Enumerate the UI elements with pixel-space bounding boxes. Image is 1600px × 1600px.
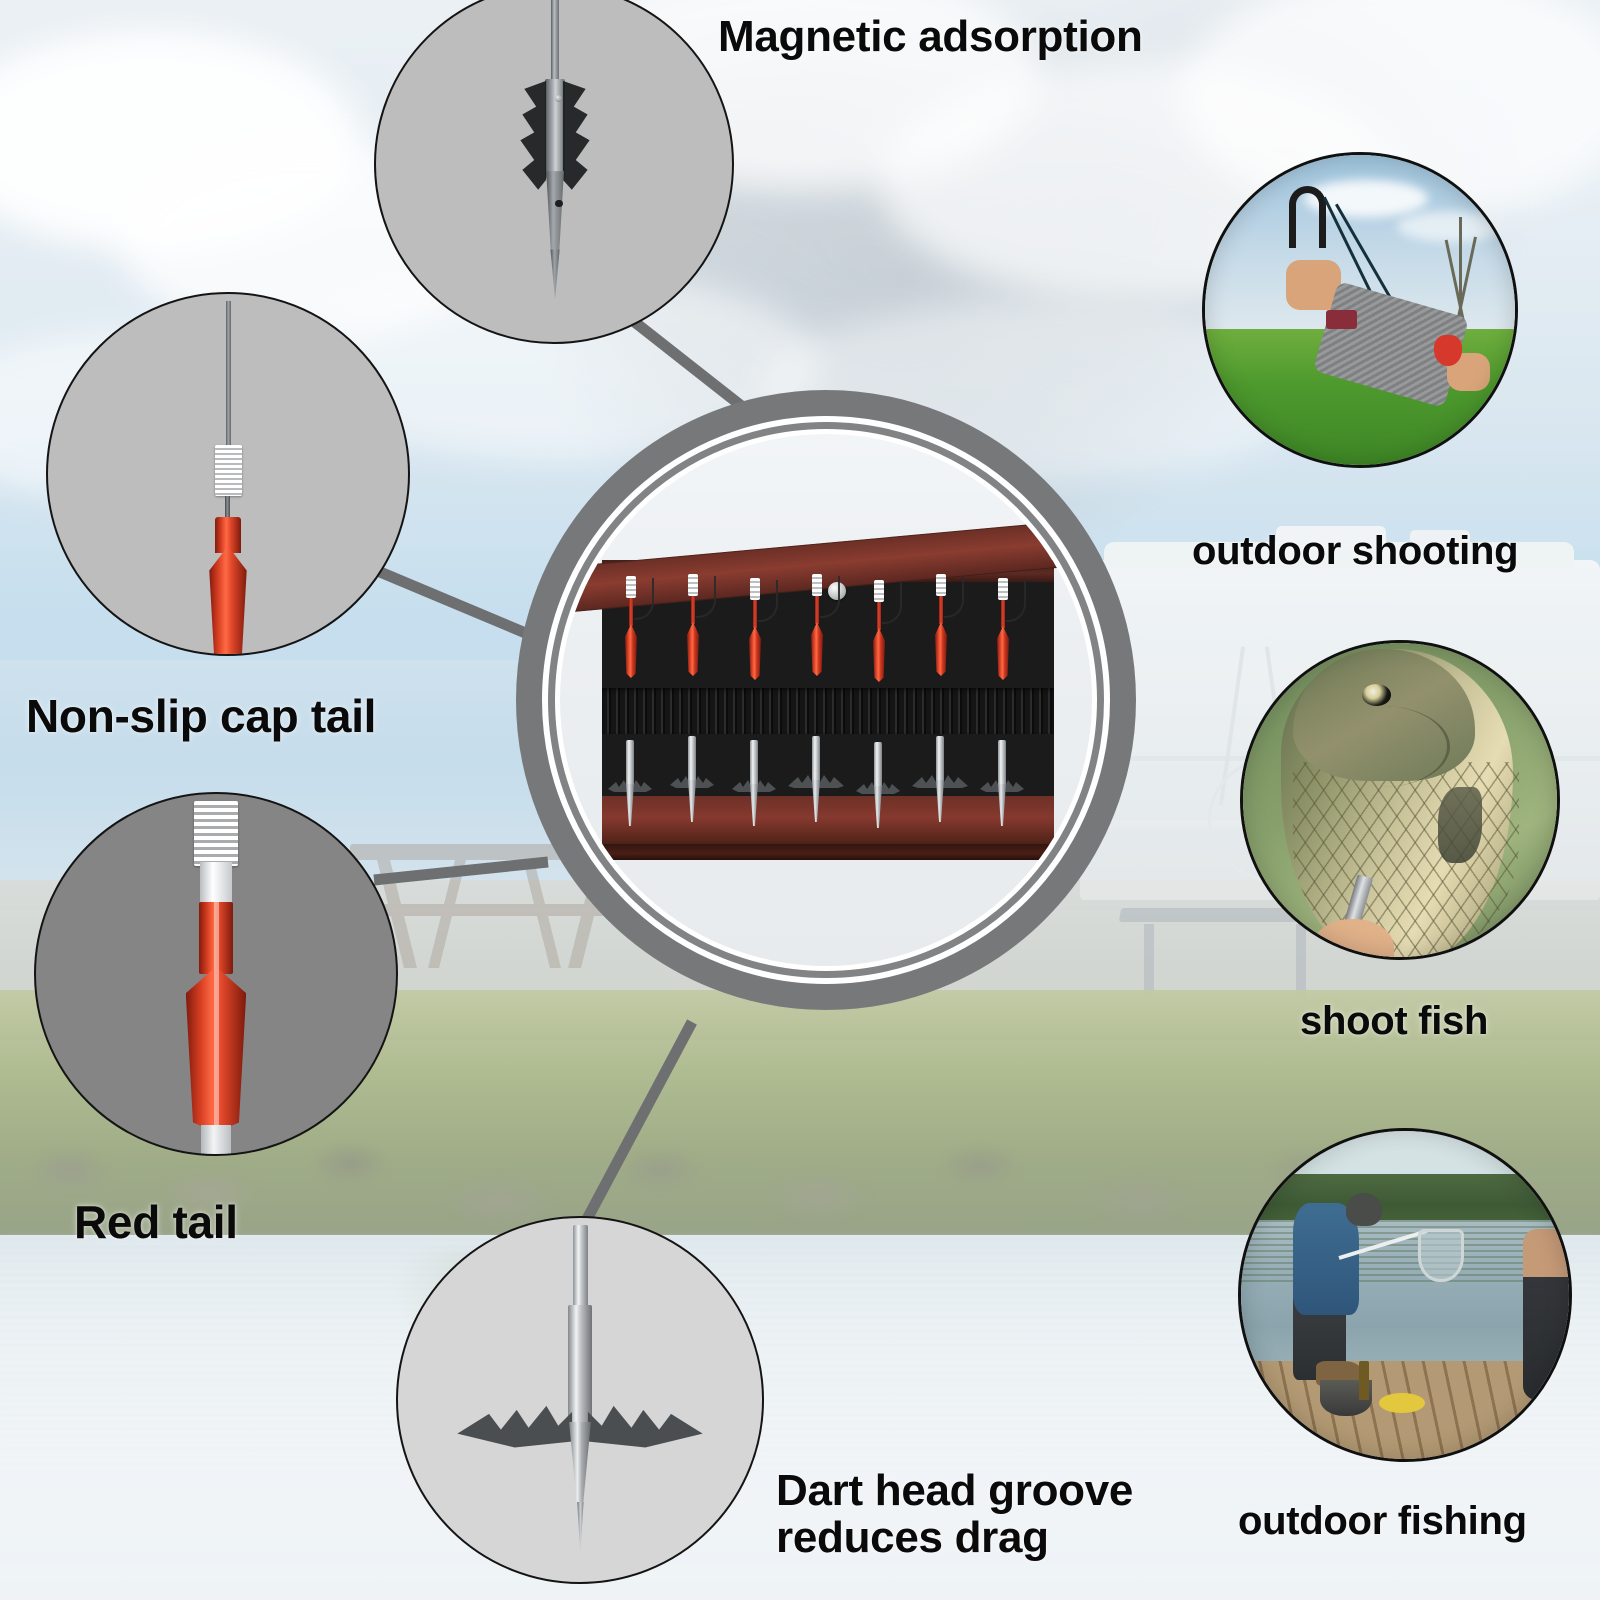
dart-roll-pouch bbox=[569, 517, 1092, 860]
broadhead-tip-icon bbox=[398, 1218, 762, 1582]
detail-bubble-cap-tail[interactable] bbox=[46, 292, 410, 656]
label-red-tail: Red tail bbox=[74, 1196, 238, 1248]
barbed-dart-head-icon bbox=[376, 0, 732, 342]
connector-red-tail bbox=[373, 856, 549, 886]
label-outdoor-fishing: outdoor fishing bbox=[1238, 1499, 1527, 1543]
photo-bubble-shoot-fish[interactable] bbox=[1240, 640, 1560, 960]
red-fletching-icon bbox=[36, 794, 396, 1154]
label-magnetic-adsorption: Magnetic adsorption bbox=[718, 12, 1143, 61]
label-shoot-fish: shoot fish bbox=[1300, 999, 1489, 1043]
detail-bubble-magnetic-adsorption[interactable] bbox=[374, 0, 734, 344]
detail-bubble-dart-head-groove[interactable] bbox=[396, 1216, 764, 1584]
label-outdoor-shooting: outdoor shooting bbox=[1192, 529, 1519, 573]
connector-dart-head bbox=[573, 1019, 697, 1239]
dock-fishing-photo-icon bbox=[1241, 1131, 1569, 1459]
label-dart-head-groove: Dart head groove reduces drag bbox=[776, 1466, 1134, 1562]
detail-bubble-red-tail[interactable] bbox=[34, 792, 398, 1156]
elastic-loop-band bbox=[602, 688, 1054, 734]
carp-photo-icon bbox=[1243, 643, 1557, 957]
photo-bubble-outdoor-fishing[interactable] bbox=[1238, 1128, 1572, 1462]
product-photo[interactable] bbox=[560, 434, 1092, 966]
label-non-slip-cap-tail: Non-slip cap tail bbox=[26, 690, 377, 742]
camp-chair-icon bbox=[1118, 880, 1350, 1000]
knurled-cap-tail-icon bbox=[48, 294, 408, 654]
slingshot-photo-icon bbox=[1205, 155, 1515, 465]
photo-bubble-outdoor-shooting[interactable] bbox=[1202, 152, 1518, 468]
